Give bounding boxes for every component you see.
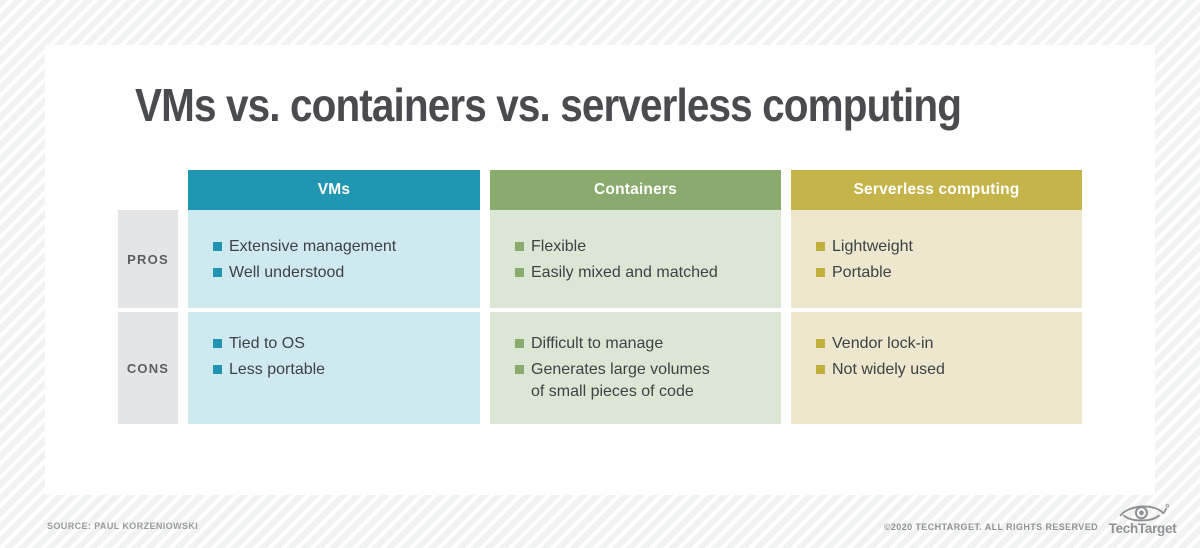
column-header-vms: VMs (188, 170, 480, 210)
list-item: Flexible (515, 236, 763, 258)
row-label-pros: PROS (118, 210, 178, 308)
square-bullet-icon (515, 339, 524, 348)
list-item-text: Vendor lock-in (832, 335, 934, 352)
list-item: Vendor lock-in (816, 333, 1064, 355)
list-item-text: Difficult to manage (531, 335, 664, 352)
square-bullet-icon (515, 268, 524, 277)
list-item: Not widely used (816, 359, 1064, 381)
list-item: Difficult to manage (515, 333, 763, 355)
cell-vms-pros: Extensive management Well understood (188, 210, 480, 308)
column-header-serverless: Serverless computing (791, 170, 1082, 210)
pros-list: Lightweight Portable (816, 236, 1064, 284)
list-item: Well understood (213, 262, 462, 284)
cell-serverless-cons: Vendor lock-in Not widely used (791, 312, 1082, 424)
list-item: Portable (816, 262, 1064, 284)
cons-list: Vendor lock-in Not widely used (816, 333, 1064, 381)
list-item-text: Not widely used (832, 361, 945, 378)
list-item-text: Tied to OS (229, 335, 305, 352)
list-item-text: Well understood (229, 264, 345, 281)
list-item: Generates large volumes of small pieces … (515, 359, 763, 403)
eye-target-icon (1117, 501, 1169, 523)
list-item-text: Extensive management (229, 238, 397, 255)
column-header-containers: Containers (490, 170, 781, 210)
comparison-table: VMs Containers Serverless computing PROS… (118, 170, 1082, 424)
page-title: VMs vs. containers vs. serverless comput… (135, 79, 962, 131)
list-item: Easily mixed and matched (515, 262, 763, 284)
pros-list: Extensive management Well understood (213, 236, 462, 284)
list-item-text: Flexible (531, 238, 587, 255)
square-bullet-icon (515, 242, 524, 251)
square-bullet-icon (816, 268, 825, 277)
square-bullet-icon (816, 339, 825, 348)
list-item-text: Less portable (229, 361, 326, 378)
list-item-text: Lightweight (832, 238, 913, 255)
list-item-text: Portable (832, 264, 892, 281)
cons-list: Difficult to manage Generates large volu… (515, 333, 763, 403)
cell-serverless-pros: Lightweight Portable (791, 210, 1082, 308)
square-bullet-icon (213, 339, 222, 348)
list-item-text: Easily mixed and matched (531, 264, 718, 281)
square-bullet-icon (213, 268, 222, 277)
cell-vms-cons: Tied to OS Less portable (188, 312, 480, 424)
square-bullet-icon (213, 242, 222, 251)
cell-containers-cons: Difficult to manage Generates large volu… (490, 312, 781, 424)
square-bullet-icon (816, 242, 825, 251)
copyright-notice: ©2020 TECHTARGET. ALL RIGHTS RESERVED (883, 522, 1098, 532)
square-bullet-icon (213, 365, 222, 374)
list-item: Tied to OS (213, 333, 462, 355)
list-item: Lightweight (816, 236, 1064, 258)
pros-list: Flexible Easily mixed and matched (515, 236, 763, 284)
list-item-text: Generates large volumes of small pieces … (531, 361, 710, 400)
square-bullet-icon (816, 365, 825, 374)
cell-containers-pros: Flexible Easily mixed and matched (490, 210, 781, 308)
list-item: Less portable (213, 359, 462, 381)
cons-list: Tied to OS Less portable (213, 333, 462, 381)
techtarget-logo: TechTarget (1109, 501, 1177, 536)
square-bullet-icon (515, 365, 524, 374)
row-label-cons: CONS (118, 312, 178, 424)
logo-wordmark: TechTarget (1108, 521, 1177, 536)
header-spacer (118, 170, 178, 210)
source-credit: SOURCE: PAUL KORZENIOWSKI (47, 521, 199, 531)
list-item: Extensive management (213, 236, 462, 258)
